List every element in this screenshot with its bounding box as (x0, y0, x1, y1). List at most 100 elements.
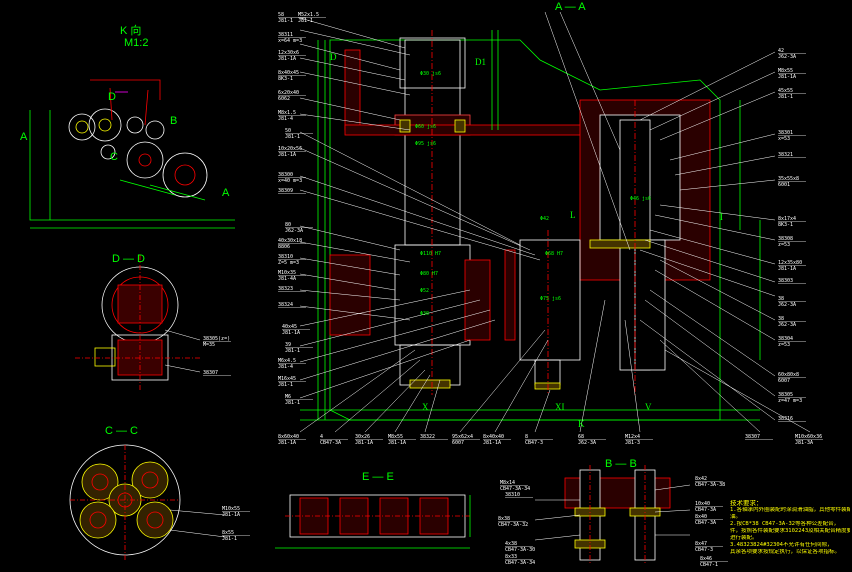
right-callouts-8-a: 12x35x80 (778, 260, 802, 266)
outer-contour (329, 39, 721, 421)
bottom-callouts-8-a: 68 (578, 434, 584, 440)
section-d-d (75, 255, 201, 390)
housing-block-left (344, 49, 361, 131)
marker-d: D (330, 52, 337, 62)
right-leaders (544, 11, 776, 421)
notes-lines: 1.各轴承内外圈装配时涂润滑油脂，其他零件装配时涂防锈 油。2.按CB*38 C… (730, 507, 850, 556)
d-callouts-0-b: M=35 (203, 342, 215, 348)
left-callouts-10-a: 38309 (278, 188, 293, 194)
left-leaders (299, 17, 541, 399)
bottom-callouts-6-a: 8x40x40 (483, 434, 504, 440)
bottom-callouts-7-b: CB47-3 (525, 440, 543, 446)
b-callouts-8-a: 8x47 (695, 541, 707, 547)
b-callouts-2-b: CB47-3A-32 (498, 522, 528, 528)
left-callouts-1-b: J81-1 (298, 18, 313, 24)
dim-d30b: Φ30 (420, 311, 429, 317)
b-callouts-3-a: 4x38 (505, 541, 517, 547)
technical-notes: 技术要求： 1.各轴承内外圈装配时涂润滑油脂，其他零件装配时涂防锈 油。2.按C… (730, 500, 850, 556)
right-callouts-0-a: 42 (778, 48, 784, 54)
b-callouts-2-a: 8x38 (498, 516, 510, 522)
right-callouts-11-a: 38 (778, 316, 784, 322)
right-callouts-12-b: z=53 (778, 342, 790, 348)
bottom-callouts-1-b: CB47-3A (320, 440, 341, 446)
c-callouts-1-a: 8x55 (222, 530, 234, 536)
b-callouts-6-a: 10x40 (695, 501, 710, 507)
left-callouts-8-a: 10x20x56 (278, 146, 302, 152)
bottom-callouts-6-b: J81-1A (483, 440, 501, 446)
right-callouts-13-b: 6007 (778, 378, 790, 384)
b-callouts-8-b: CB47-3 (695, 547, 713, 553)
left-callouts-11-a: 80 (285, 222, 291, 228)
dim-d52: Φ52 (420, 288, 429, 294)
left-callouts-20-a: M16x45 (278, 376, 296, 382)
notes-line: 1.各轴承内外圈装配时涂润滑油脂，其他零件装配时涂防锈 (730, 507, 850, 513)
bottom-callouts-3-a: M8x55 (388, 434, 403, 440)
dim-d46: Φ46 js6 (630, 196, 651, 202)
left-callouts-4-a: 8x40x45 (278, 70, 299, 76)
b-callouts-0-a: M8x14 (500, 480, 515, 486)
bottom-callouts-2-b: J81-1A (355, 440, 373, 446)
bottom-callouts-9-a: M12x4 (625, 434, 640, 440)
b-callouts-4-a: 8x33 (505, 554, 517, 560)
b-callouts-7-a: 8x40 (695, 514, 707, 520)
right-callouts-9-a: 38303 (778, 278, 793, 284)
left-callouts-3-b: J81-1A (278, 56, 296, 62)
d-callouts-1-a: 38307 (203, 370, 218, 376)
cut-marker-a-right: A (222, 187, 230, 199)
title-a-a: A — A (555, 1, 586, 13)
cut-marker-a-left: A (20, 131, 28, 143)
bottom-callouts-11-b: J81-3A (795, 440, 813, 446)
left-callouts-6-b: J81-4 (278, 116, 293, 122)
left-callouts-18-a: 39 (285, 342, 291, 348)
right-callouts-4-a: 38321 (778, 152, 793, 158)
right-callouts-14-a: 38305 (778, 392, 793, 398)
b-callouts-4-b: CB47-3A-34 (505, 560, 535, 566)
b-callouts-7-b: CB47-3A (695, 520, 716, 526)
right-callouts-6-b: 8K3-1 (778, 222, 793, 228)
marker-k: K (578, 419, 585, 429)
marker-d1: D1 (475, 57, 486, 67)
left-callouts-0-a: 58 (278, 12, 284, 18)
b-callouts-9-a: 8x46 (700, 556, 712, 562)
bottom-callouts-5-b: 6007 (452, 440, 464, 446)
bottom-callouts-0-b: J81-1A (278, 440, 296, 446)
left-callouts-0-b: J81-1 (278, 18, 293, 24)
title-e-e: E — E (362, 471, 394, 483)
left-callouts-5-b: 6062 (278, 96, 290, 102)
cut-marker-b: B (170, 115, 177, 127)
c-callouts-0-a: M10x55 (222, 506, 240, 512)
dim-d68: Φ68 H7 (545, 251, 563, 257)
b-callouts-3-b: CB47-3A-30 (505, 547, 535, 553)
left-callouts-19-a: M6x4.5 (278, 358, 296, 364)
left-callouts-14-b: J81-4A (278, 276, 296, 282)
bottom-callout-labels: 8x60x40J81-1A4CB47-3A30x26J81-1AM8x55J81… (278, 434, 823, 446)
bottom-callouts-4-a: 38322 (420, 434, 435, 440)
b-callouts-0-b: CB47-3A-34 (500, 486, 530, 492)
right-callouts-6-a: 8x17x4 (778, 216, 796, 222)
notes-line: 油。 (730, 514, 742, 520)
bottom-callouts-1-a: 4 (320, 434, 323, 440)
right-callouts-5-a: 35x55x8 (778, 176, 799, 182)
bottom-callouts-11-a: M10x60x36 (795, 434, 822, 440)
right-callouts-13-a: 60x80x8 (778, 372, 799, 378)
section-c-c (69, 444, 226, 560)
left-callouts-18-b: J81-1 (285, 348, 300, 354)
left-callouts-13-a: 38310 (278, 254, 293, 260)
dim-d42: Φ42 (540, 216, 549, 222)
left-callouts-7-a: 50 (285, 128, 291, 134)
left-callouts-5-a: 6x20x40 (278, 90, 299, 96)
left-callouts-9-b: x=40 m=3 (278, 178, 302, 184)
left-callouts-6-a: M8x1.5 (278, 110, 296, 116)
left-callouts-12-b: 8806 (278, 244, 290, 250)
c-callouts-1-b: J81-1 (222, 536, 237, 542)
left-callouts-13-b: Z=5 m=3 (278, 260, 299, 266)
right-callouts-1-b: J81-1A (778, 74, 796, 80)
left-callouts-21-a: M6 (285, 394, 291, 400)
dim-d95: Φ95 js6 (415, 141, 436, 147)
right-callouts-7-a: 38308 (778, 236, 793, 242)
right-callouts-8-b: J81-1A (778, 266, 796, 272)
marker-l: L (570, 210, 576, 220)
notes-line: 2.按CB*38 CB47-3A-32等各种公差配合， (730, 521, 840, 527)
